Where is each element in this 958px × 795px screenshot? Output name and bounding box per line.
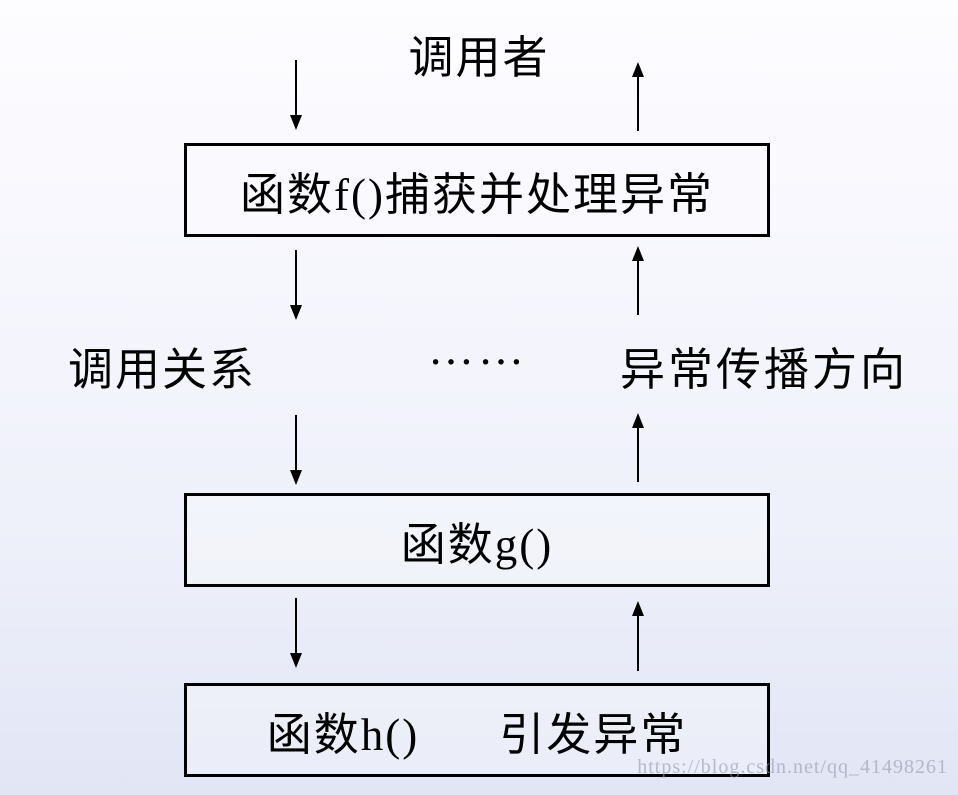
exception-arrow-up-icon-2 xyxy=(630,246,646,315)
caller-label: 调用者 xyxy=(408,33,550,83)
call-arrow-down-icon-4 xyxy=(288,598,304,668)
exception-propagation-direction-label: 异常传播方向 xyxy=(620,345,909,395)
call-arrow-down-icon-3 xyxy=(288,415,304,485)
call-arrow-down-icon-2 xyxy=(288,250,304,320)
function-f-label: 函数f()捕获并处理异常 xyxy=(240,169,714,220)
call-arrow-down-icon-1 xyxy=(288,60,304,130)
function-g-box: 函数g() xyxy=(184,493,770,587)
csdn-watermark: https://blog.csdn.net/qq_41498261 xyxy=(637,756,948,778)
function-h-box: 函数h() 引发异常 xyxy=(184,683,770,777)
exception-arrow-up-icon-3 xyxy=(630,413,646,482)
raise-exception-label: 引发异常 xyxy=(499,709,688,760)
ellipsis-separator: …… xyxy=(428,323,528,374)
function-f-box: 函数f()捕获并处理异常 xyxy=(184,143,770,237)
exception-arrow-up-icon-1 xyxy=(630,62,646,131)
function-h-label: 函数h() xyxy=(266,709,420,760)
function-g-label: 函数g() xyxy=(400,519,554,570)
exception-arrow-up-icon-4 xyxy=(630,601,646,671)
call-relationship-label: 调用关系 xyxy=(68,345,257,395)
